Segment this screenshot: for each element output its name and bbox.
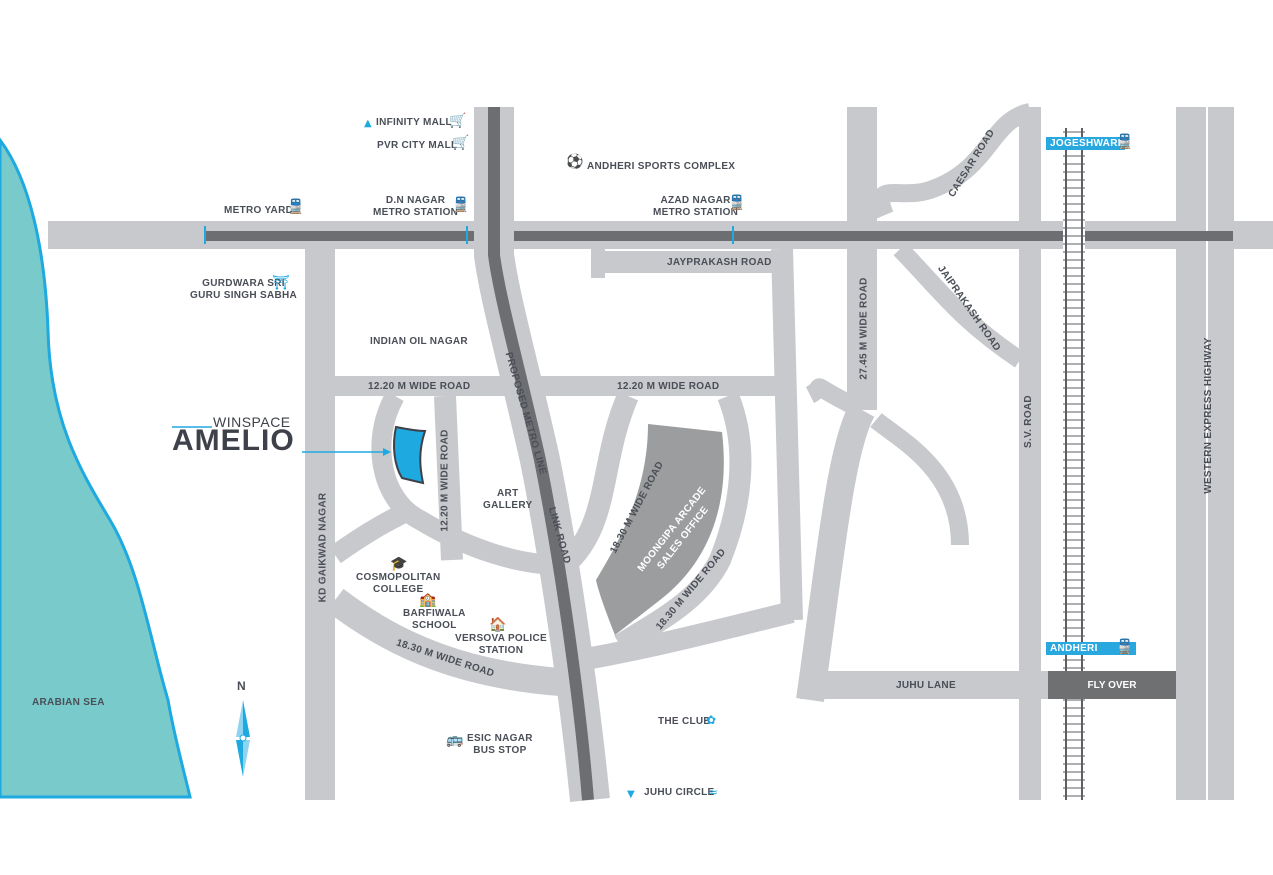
infinity-mall-label: INFINITY MALL xyxy=(376,117,452,128)
temple-icon: ⛩ xyxy=(272,275,290,291)
shopping-cart-icon: 🛒 xyxy=(452,135,470,151)
juhu-circle-label: JUHU CIRCLE xyxy=(644,787,715,798)
metro-line-horizontal xyxy=(205,231,1233,241)
wide-1220-right-label: 12.20 M WIDE ROAD xyxy=(617,381,720,392)
moongipa-arcade-block xyxy=(596,424,724,635)
wide-1220-vert-label: 12.20 M WIDE ROAD xyxy=(439,429,451,532)
metro-yard-label: METRO YARD xyxy=(224,205,294,216)
flyover-label: FLY OVER xyxy=(1048,671,1176,699)
juhu-lane-label: JUHU LANE xyxy=(896,680,956,691)
police-icon: 🏠 xyxy=(489,617,507,633)
sv-road-label: S.V. ROAD xyxy=(1022,395,1034,448)
arabian-sea-water xyxy=(0,137,192,799)
arrow-down-icon: ▼ xyxy=(627,789,635,800)
arabian-sea-label: ARABIAN SEA xyxy=(32,697,105,708)
compass-icon xyxy=(236,700,250,777)
weh-label: WESTERN EXPRESS HIGHWAY xyxy=(1202,337,1214,494)
train-icon: 🚆 xyxy=(1116,134,1134,150)
the-club-label: THE CLUB xyxy=(658,716,711,727)
andheri-station-tag: ANDHERI xyxy=(1046,642,1136,655)
train-icon: 🚆 xyxy=(452,197,470,213)
jogeshwari-station-tag: JOGESHWARI xyxy=(1046,137,1125,150)
wave-icon: ≈ xyxy=(708,785,719,799)
proposed-metro-line xyxy=(488,107,594,801)
compass-label: N xyxy=(237,679,246,693)
shopping-cart-icon: 🛒 xyxy=(449,113,467,129)
wide-1220-left-label: 12.20 M WIDE ROAD xyxy=(368,381,471,392)
amelio-site-marker xyxy=(393,425,427,485)
graduation-cap-icon: 🎓 xyxy=(390,556,408,572)
school-icon: 🏫 xyxy=(419,592,437,608)
brand-amelio: AMELIO xyxy=(172,424,295,457)
train-icon: 🚆 xyxy=(728,195,746,211)
railway-track xyxy=(1063,128,1085,800)
andheri-sports-label: ANDHERI SPORTS COMPLEX xyxy=(587,161,736,172)
indian-oil-label: INDIAN OIL NAGAR xyxy=(370,336,468,347)
jayprakash-road-label: JAYPRAKASH ROAD xyxy=(667,257,772,268)
brand-winspace: WINSPACE xyxy=(213,414,291,430)
sports-icon: ⚽ xyxy=(566,154,584,170)
wide-2745-label: 27.45 M WIDE ROAD xyxy=(858,277,870,380)
kd-gaikwad-label: KD GAIKWAD NAGAR xyxy=(317,492,329,603)
arrow-up-icon: ▲ xyxy=(364,118,372,129)
bus-icon: 🚌 xyxy=(446,732,464,748)
club-icon: ✿ xyxy=(706,713,717,727)
train-icon: 🚆 xyxy=(1116,639,1134,655)
train-icon: 🚆 xyxy=(287,199,305,215)
pvr-city-mall-label: PVR CITY MALL xyxy=(377,140,458,151)
